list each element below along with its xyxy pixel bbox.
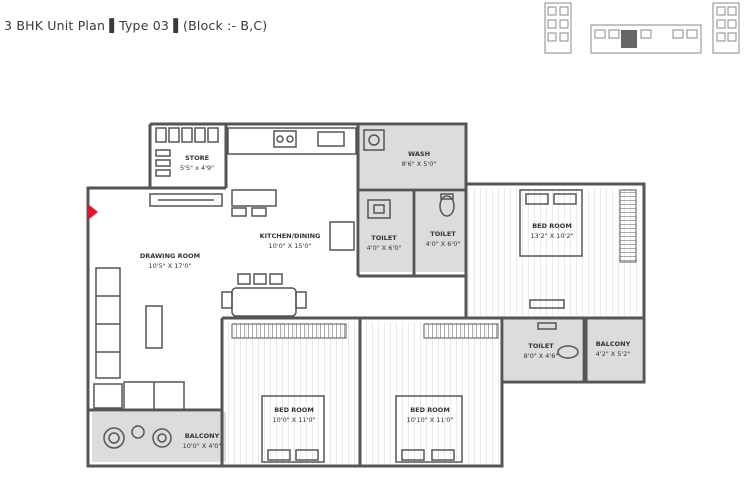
wardrobe-lower-right — [423, 323, 499, 339]
room-size-bedroom-1: 13'2" X 10'2" — [531, 232, 574, 240]
balcony-planters — [103, 425, 172, 449]
balcony-area-right — [586, 318, 642, 380]
room-size-toilet-3: 8'0" X 4'6" — [524, 352, 559, 360]
kitchen-counter — [149, 127, 357, 251]
room-size-kitchen: 10'0" X 15'0" — [269, 242, 312, 250]
room-label-balcony-right: BALCONY — [596, 340, 631, 348]
room-size-toilet-1: 4'0" X 6'0" — [367, 244, 402, 252]
room-size-balcony-left: 10'0" X 4'0" — [183, 442, 222, 450]
walls — [86, 122, 646, 468]
wash-sink — [363, 129, 385, 151]
bedroom-floor-right — [468, 188, 640, 316]
room-label-drawing: DRAWING ROOM — [140, 252, 200, 260]
wash-area — [358, 126, 466, 188]
bedroom-floor-center — [228, 322, 358, 464]
room-label-store: STORE — [185, 154, 209, 162]
balcony-area-left — [92, 412, 226, 462]
toilet-fixtures — [367, 193, 579, 359]
dining-table — [221, 273, 307, 317]
room-size-bedroom-2: 10'0" X 11'0" — [273, 416, 316, 424]
beds — [261, 189, 583, 463]
wardrobe-right — [619, 189, 637, 263]
room-size-balcony-right: 4'2" X 5'2" — [596, 350, 631, 358]
room-label-kitchen: KITCHEN/DINING — [260, 232, 321, 240]
room-label-toilet-3: TOILET — [528, 342, 554, 350]
room-size-wash: 8'6" X 5'0" — [402, 160, 437, 168]
entry-marker — [88, 204, 98, 220]
toilet-area-2 — [416, 192, 466, 272]
wardrobe-center — [231, 323, 347, 339]
room-label-bedroom-2: BED ROOM — [274, 406, 314, 414]
room-label-wash: WASH — [408, 150, 430, 158]
room-label-bedroom-3: BED ROOM — [410, 406, 450, 414]
sofa — [93, 267, 185, 411]
room-label-toilet-2: TOILET — [430, 230, 456, 238]
room-label-toilet-1: TOILET — [371, 234, 397, 242]
room-label-balcony-left: BALCONY — [185, 432, 220, 440]
room-label-bedroom-1: BED ROOM — [532, 222, 572, 230]
room-size-bedroom-3: 10'10" X 11'0" — [406, 416, 453, 424]
room-size-drawing: 10'5" X 17'0" — [149, 262, 192, 270]
room-size-store: 5'5" x 4'9" — [180, 164, 214, 172]
bedroom-floor-lower-right — [364, 322, 500, 464]
plan-title: 3 BHK Unit Plan ▌Type 03 ▌(Block :- B,C) — [4, 18, 268, 33]
store-shelves — [155, 127, 219, 177]
key-plan-thumbnail — [544, 2, 740, 54]
room-size-toilet-2: 4'0" X 6'0" — [426, 240, 461, 248]
